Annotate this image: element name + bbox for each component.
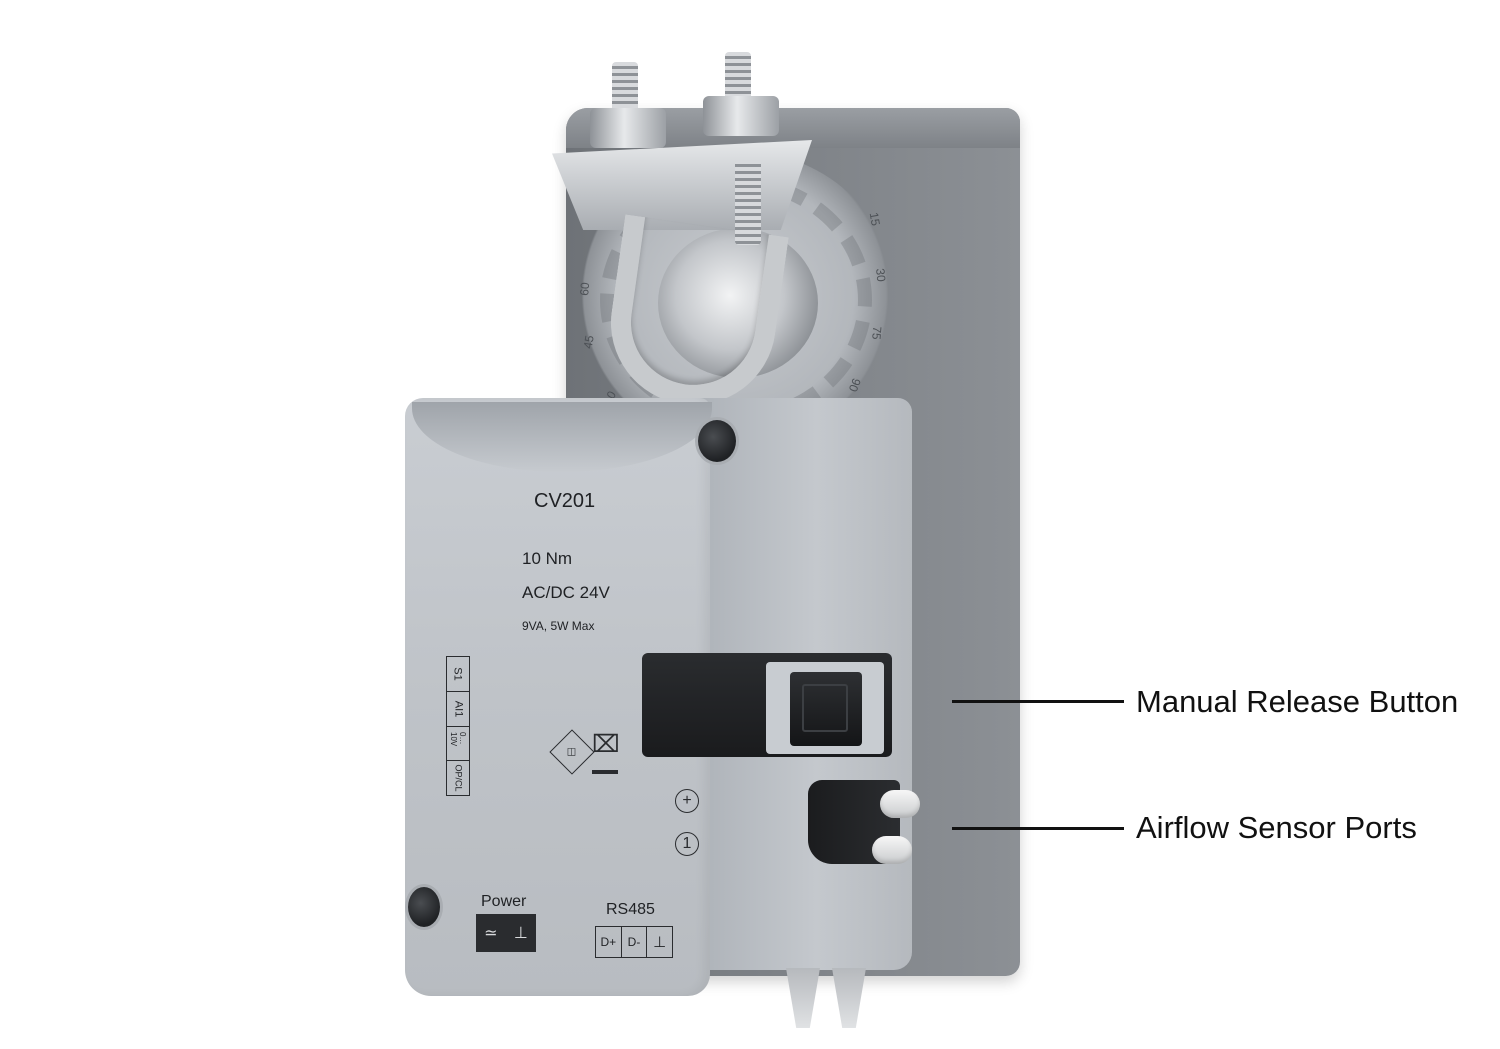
- polarity-one-icon: 1: [675, 832, 699, 856]
- rs485-terminal: ⊥: [653, 934, 667, 951]
- callout-airflow-ports: Airflow Sensor Ports: [1136, 810, 1417, 845]
- clamp-bracket: [552, 140, 812, 230]
- hex-nut: [703, 96, 779, 136]
- airflow-sensor-port-lower[interactable]: [872, 836, 912, 864]
- signal-terminal-legend: S1 AI1 0…10V OP/CL: [446, 656, 470, 796]
- supply-voltage-label: AC/DC 24V: [522, 583, 610, 602]
- callout-manual-release: Manual Release Button: [1136, 684, 1459, 719]
- bolt-thread: [735, 160, 761, 245]
- mounting-hole: [698, 420, 736, 462]
- rs485-terminal: D+: [596, 927, 622, 957]
- mounting-hole: [408, 887, 440, 927]
- airflow-sensor-port-upper[interactable]: [880, 790, 920, 818]
- dial-scale-mark: 45: [580, 334, 597, 350]
- rs485-terminal: D-: [622, 927, 648, 957]
- ac-dc-symbol: ≃: [484, 925, 498, 942]
- dial-scale-mark: 15: [866, 211, 883, 227]
- torque-label: 10 Nm: [522, 549, 573, 568]
- power-rating-label: 9VA, 5W Max: [522, 619, 595, 633]
- signal-terminal: AI1: [447, 692, 469, 727]
- manual-release-button[interactable]: [790, 672, 862, 746]
- power-terminal-label: Power: [481, 893, 527, 910]
- dial-scale-mark: 30: [873, 267, 889, 283]
- rs485-terminal-block: D+ D- ⊥: [595, 926, 673, 958]
- dial-scale-mark: 75: [869, 325, 885, 341]
- ground-symbol: ⊥: [513, 925, 528, 942]
- release-button-face: [802, 684, 848, 732]
- weee-bin-icon: ⌧: [592, 728, 620, 774]
- shaft-hub: [658, 228, 818, 378]
- polarity-plus-icon: +: [675, 789, 699, 813]
- rs485-terminal-label: RS485: [606, 901, 655, 918]
- hex-nut: [590, 108, 666, 148]
- bottom-mount-tab: [786, 968, 820, 1028]
- signal-terminal: OP/CL: [453, 764, 464, 792]
- power-terminal-block: ≃ ⊥: [476, 914, 536, 952]
- model-label: CV201: [534, 490, 596, 512]
- dial-scale-mark: 60: [577, 281, 593, 297]
- callout-line: [952, 827, 1124, 830]
- callout-line: [952, 700, 1124, 703]
- bottom-mount-tab: [832, 968, 866, 1028]
- signal-terminal: S1: [447, 657, 469, 692]
- signal-terminal: 0…10V: [447, 727, 469, 762]
